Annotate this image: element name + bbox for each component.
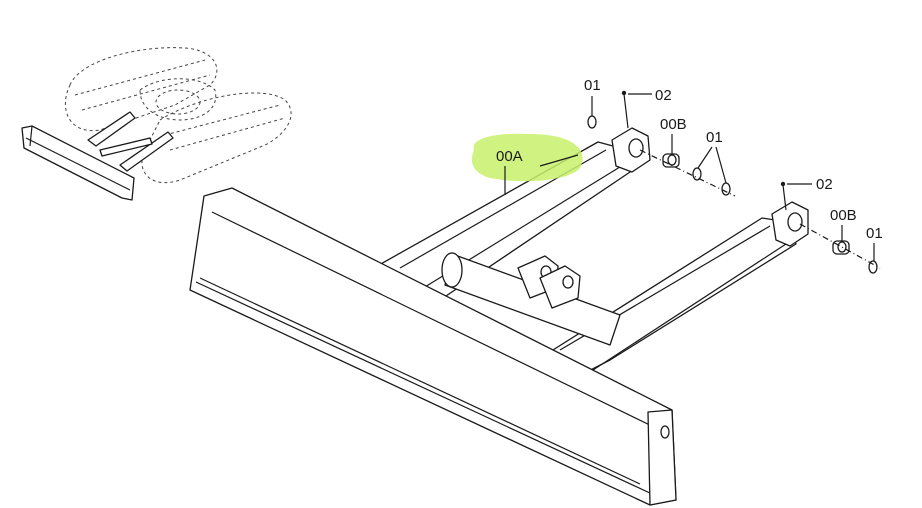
overview-arm-right — [119, 131, 174, 172]
blade-top-edge — [211, 211, 661, 431]
callout-snap-ring-top-label: 01 — [584, 77, 601, 94]
overview-track-rear — [65, 47, 218, 132]
left-pivot-hole — [628, 138, 644, 158]
bracket-hole-b — [562, 275, 574, 289]
snap-ring-mid — [692, 167, 702, 181]
overview-crossbar — [99, 137, 153, 157]
callouts: 00A 01 02 00B 01 02 00B 01 — [471, 77, 883, 261]
blade-end-hole — [660, 425, 670, 439]
overview-track-front — [141, 92, 292, 184]
overview-body — [139, 78, 217, 121]
right-arm — [544, 217, 797, 379]
snap-ring-mid-2 — [721, 182, 731, 196]
overview-track-links — [74, 59, 286, 151]
dozer-blade-assembly — [189, 127, 809, 506]
overview-arm-left — [87, 111, 136, 147]
frame-callout-highlight — [471, 133, 583, 182]
blade-end-plate — [647, 409, 677, 506]
snap-ring-top — [587, 115, 597, 129]
hardware — [587, 90, 881, 274]
callout-snap-ring-right-label: 01 — [866, 225, 883, 242]
right-pivot-hole — [787, 212, 803, 232]
cross-tube-end — [441, 252, 463, 288]
overview-blade — [21, 125, 135, 201]
overview-turntable — [155, 89, 201, 115]
callout-pin-top-label: 02 — [655, 87, 672, 104]
callout-snap-ring-mid-label: 01 — [706, 129, 723, 146]
callout-frame-label: 00A — [496, 148, 523, 165]
snap-ring-right — [868, 260, 878, 274]
callout-pin-right-label: 02 — [816, 176, 833, 193]
overview-inset — [21, 47, 292, 201]
callout-bushing-right-label: 00B — [830, 207, 857, 224]
callout-bushing-left-label: 00B — [660, 116, 687, 133]
blade-cutting-edge — [195, 281, 653, 495]
